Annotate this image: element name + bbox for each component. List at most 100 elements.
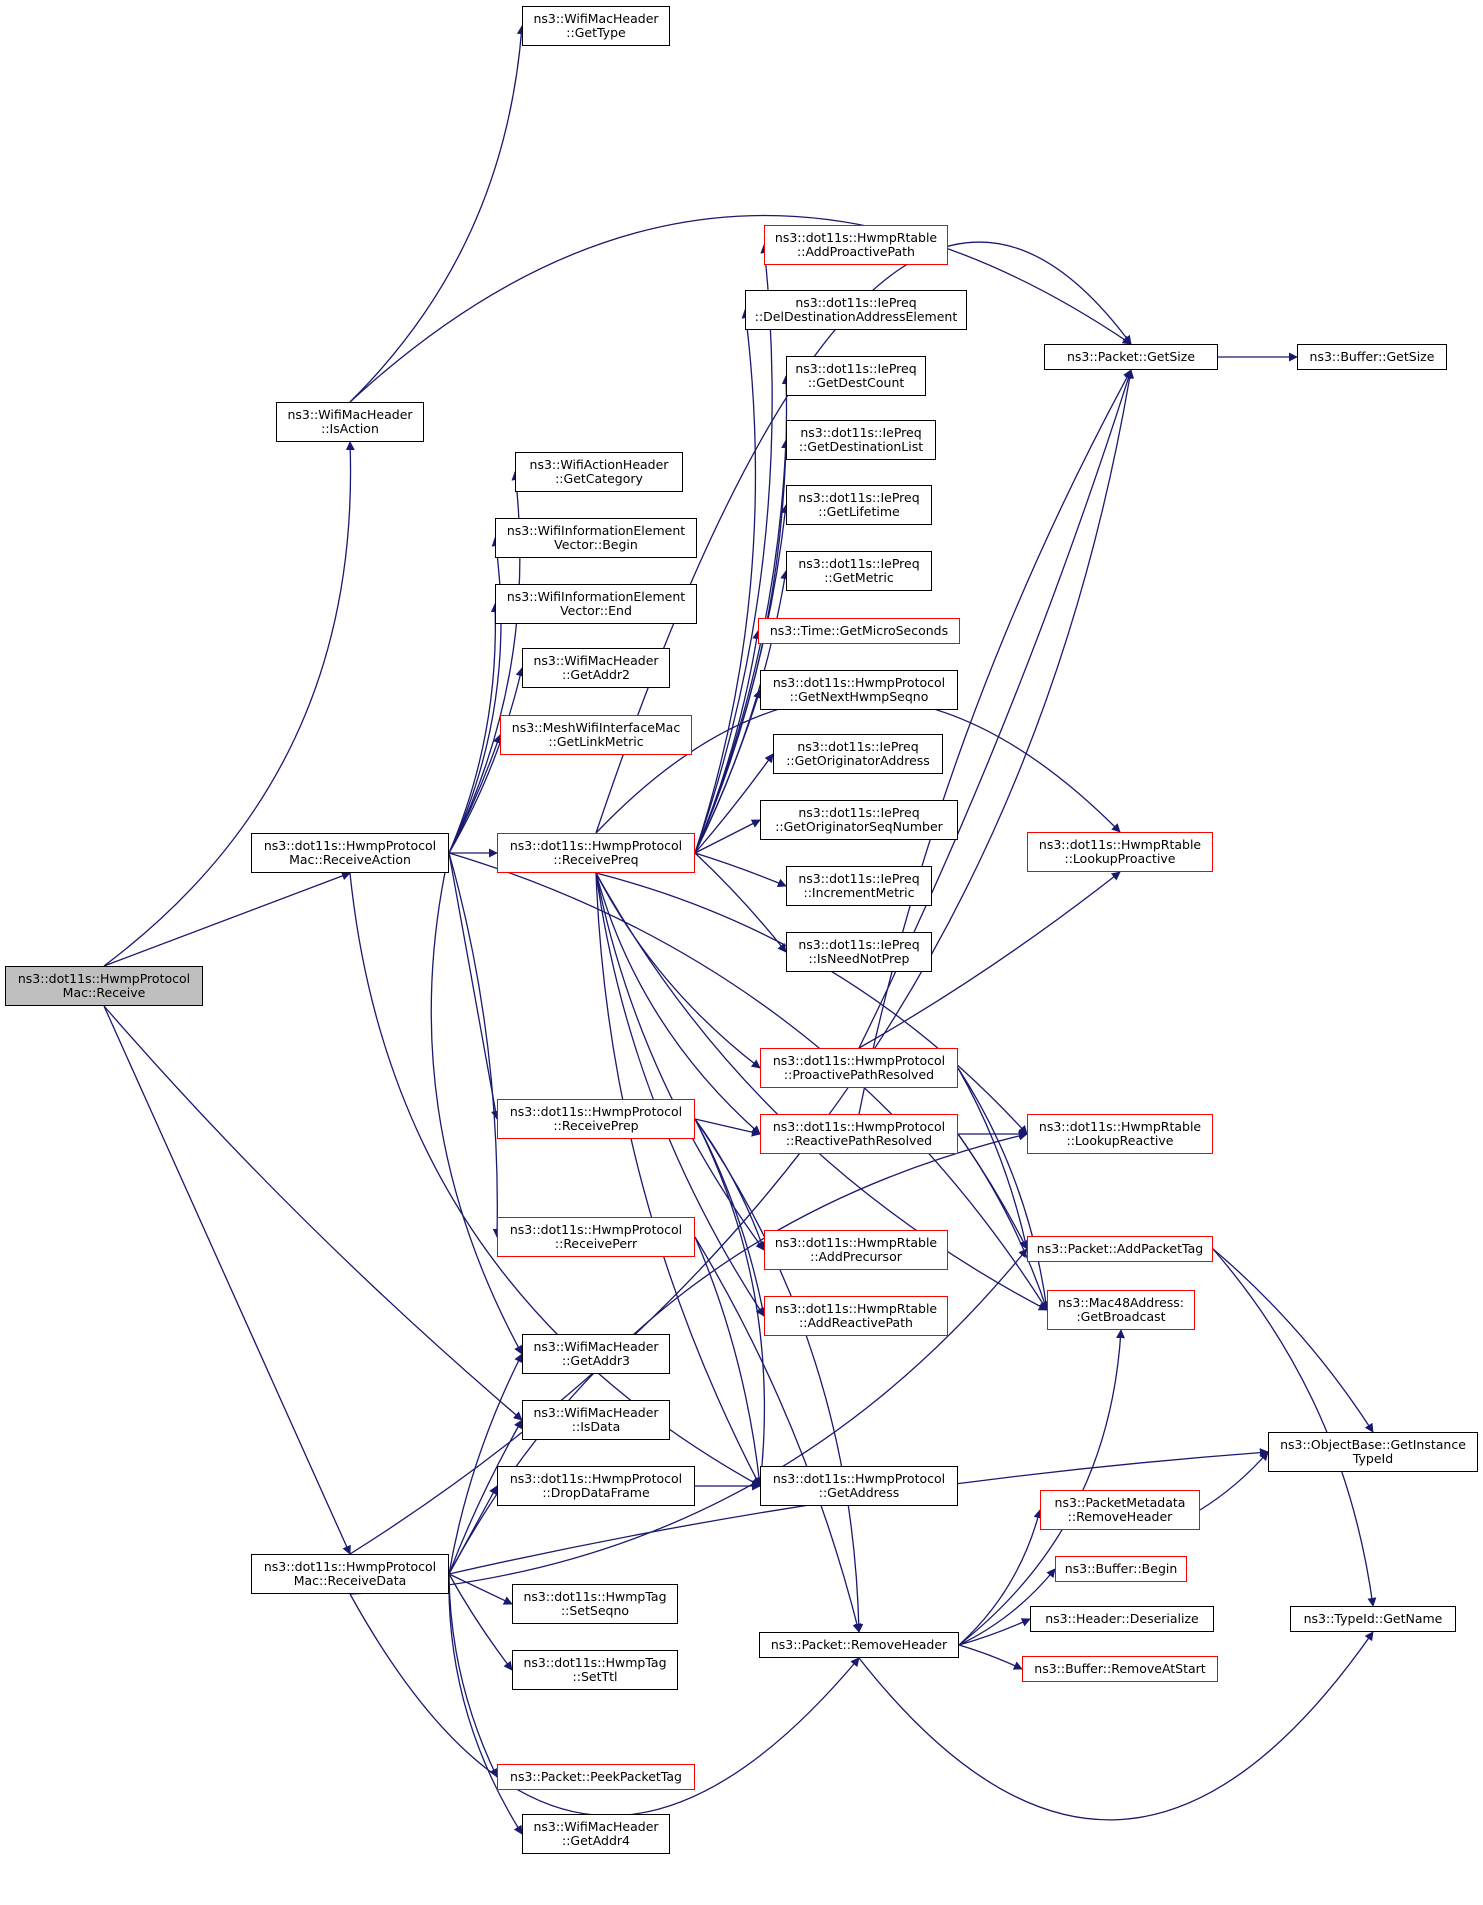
call-edge bbox=[958, 1568, 1056, 1646]
node-label-line2: ::IncrementMetric bbox=[803, 885, 915, 900]
graph-node-n24[interactable]: ns3::dot11s::IePreq::GetLifetime bbox=[786, 485, 932, 525]
node-label-line2: ::GetNextHwmpSeqno bbox=[789, 689, 929, 704]
node-label-line2: ::GetAddr2 bbox=[562, 667, 630, 682]
node-label-line2: ::AddReactivePath bbox=[799, 1315, 913, 1330]
call-edge bbox=[448, 537, 502, 854]
graph-node-n36[interactable]: ns3::dot11s::HwmpProtocol::GetAddress bbox=[760, 1466, 958, 1506]
node-label-line1: ns3::Packet::GetSize bbox=[1066, 348, 1196, 364]
call-edge bbox=[694, 309, 757, 854]
graph-node-n8[interactable]: ns3::WifiMacHeader::GetAddr2 bbox=[522, 648, 670, 688]
graph-node-n16[interactable]: ns3::dot11s::HwmpTag::SetSeqno bbox=[512, 1584, 678, 1624]
graph-node-n29[interactable]: ns3::dot11s::IePreq::GetOriginatorSeqNum… bbox=[760, 800, 958, 840]
call-edge bbox=[694, 819, 761, 854]
node-label-line1: ns3::dot11s::IePreq bbox=[795, 360, 917, 376]
graph-node-n1[interactable]: ns3::WifiMacHeader::GetType bbox=[522, 6, 670, 46]
graph-node-n30[interactable]: ns3::dot11s::IePreq::IncrementMetric bbox=[786, 866, 932, 906]
node-label-line2: ::DelDestinationAddressElement bbox=[754, 309, 958, 324]
graph-node-n18[interactable]: ns3::Packet::PeekPacketTag bbox=[497, 1764, 695, 1790]
call-edge bbox=[694, 1236, 764, 1487]
graph-node-n20[interactable]: ns3::dot11s::HwmpRtable::AddProactivePat… bbox=[764, 225, 948, 265]
node-label-line2: ::GetType bbox=[566, 25, 626, 40]
node-label-line1: ns3::dot11s::HwmpRtable bbox=[774, 229, 938, 245]
graph-node-n13[interactable]: ns3::WifiMacHeader::GetAddr3 bbox=[522, 1334, 670, 1374]
graph-node-n19[interactable]: ns3::WifiMacHeader::GetAddr4 bbox=[522, 1814, 670, 1854]
graph-node-n14[interactable]: ns3::WifiMacHeader::IsData bbox=[522, 1400, 670, 1440]
graph-node-n40[interactable]: ns3::dot11s::HwmpRtable::LookupReactive bbox=[1027, 1114, 1213, 1154]
graph-node-n34[interactable]: ns3::dot11s::HwmpRtable::AddPrecursor bbox=[764, 1230, 948, 1270]
graph-node-n45[interactable]: ns3::Header::Deserialize bbox=[1030, 1606, 1214, 1632]
node-label-line2: ::IsData bbox=[571, 1419, 621, 1434]
graph-node-n11[interactable]: ns3::dot11s::HwmpProtocol::ReceivePrep bbox=[497, 1099, 695, 1139]
graph-node-n49[interactable]: ns3::TypeId::GetName bbox=[1290, 1606, 1456, 1632]
node-label-line2: ::IsAction bbox=[321, 421, 379, 436]
node-label-line2: Mac::ReceiveData bbox=[293, 1573, 407, 1588]
call-edge bbox=[694, 689, 762, 854]
call-edge bbox=[957, 1067, 1051, 1311]
call-edge bbox=[694, 439, 791, 854]
graph-node-n23[interactable]: ns3::dot11s::IePreq::GetDestinationList bbox=[786, 420, 936, 460]
node-label-line1: ns3::Time::GetMicroSeconds bbox=[769, 622, 949, 638]
call-edge bbox=[595, 872, 761, 1135]
graph-node-n37[interactable]: ns3::Packet::RemoveHeader bbox=[759, 1632, 959, 1658]
node-label-line1: ns3::Buffer::Begin bbox=[1064, 1560, 1178, 1576]
call-edge bbox=[694, 1118, 761, 1137]
graph-node-n44[interactable]: ns3::Buffer::Begin bbox=[1055, 1556, 1187, 1582]
graph-node-n25[interactable]: ns3::dot11s::IePreq::GetMetric bbox=[786, 551, 932, 591]
graph-node-n42[interactable]: ns3::Mac48Address::GetBroadcast bbox=[1047, 1290, 1195, 1330]
call-edge bbox=[448, 603, 500, 854]
call-edge bbox=[694, 753, 774, 854]
node-label-line1: ns3::dot11s::HwmpProtocol bbox=[772, 674, 946, 690]
graph-node-n43[interactable]: ns3::PacketMetadata::RemoveHeader bbox=[1040, 1490, 1200, 1530]
graph-node-n2[interactable]: ns3::WifiMacHeader::IsAction bbox=[276, 402, 424, 442]
node-label-line2: Vector::End bbox=[560, 603, 632, 618]
call-edge bbox=[957, 1133, 1049, 1311]
graph-node-n26[interactable]: ns3::Time::GetMicroSeconds bbox=[758, 618, 960, 644]
node-label-line2: ::ReactivePathResolved bbox=[785, 1133, 933, 1148]
node-label-line1: ns3::WifiMacHeader bbox=[287, 406, 413, 422]
graph-node-n22[interactable]: ns3::dot11s::IePreq::GetDestCount bbox=[786, 356, 926, 396]
node-label-line1: ns3::dot11s::IePreq bbox=[798, 555, 920, 571]
graph-node-n35[interactable]: ns3::dot11s::HwmpRtable::AddReactivePath bbox=[764, 1296, 948, 1336]
call-edge bbox=[595, 872, 761, 1487]
graph-node-n12[interactable]: ns3::dot11s::HwmpProtocol::ReceivePerr bbox=[497, 1217, 695, 1257]
node-label-line1: ns3::dot11s::HwmpProtocol bbox=[263, 1558, 437, 1574]
graph-node-n33[interactable]: ns3::dot11s::HwmpProtocol::ReactivePathR… bbox=[760, 1114, 958, 1154]
node-label-line2: Mac::ReceiveAction bbox=[289, 852, 411, 867]
node-label-line1: ns3::dot11s::IePreq bbox=[798, 936, 920, 952]
graph-node-n47[interactable]: ns3::Buffer::GetSize bbox=[1297, 344, 1447, 370]
graph-node-n31[interactable]: ns3::dot11s::IePreq::IsNeedNotPrep bbox=[786, 932, 932, 972]
graph-node-n10[interactable]: ns3::dot11s::HwmpProtocol::ReceivePreq bbox=[497, 833, 695, 873]
call-edge bbox=[858, 1631, 1374, 1821]
graph-node-n27[interactable]: ns3::dot11s::HwmpProtocol::GetNextHwmpSe… bbox=[760, 670, 958, 710]
call-edge bbox=[694, 1118, 766, 1487]
graph-node-n21[interactable]: ns3::dot11s::IePreq::DelDestinationAddre… bbox=[745, 290, 967, 330]
graph-node-n32[interactable]: ns3::dot11s::HwmpProtocol::ProactivePath… bbox=[760, 1048, 958, 1088]
graph-node-n38[interactable]: ns3::Packet::GetSize bbox=[1044, 344, 1218, 370]
node-label-line2: ::AddProactivePath bbox=[797, 244, 915, 259]
node-label-line1: ns3::dot11s::IePreq bbox=[797, 738, 919, 754]
node-label-line1: ns3::dot11s::HwmpProtocol bbox=[772, 1470, 946, 1486]
node-label-line2: ::ProactivePathResolved bbox=[783, 1067, 935, 1082]
graph-node-n17[interactable]: ns3::dot11s::HwmpTag::SetTtl bbox=[512, 1650, 678, 1690]
graph-node-n15[interactable]: ns3::dot11s::HwmpProtocol::DropDataFrame bbox=[497, 1466, 695, 1506]
node-label-line1: ns3::dot11s::HwmpRtable bbox=[1038, 836, 1202, 852]
graph-node-n41[interactable]: ns3::Packet::AddPacketTag bbox=[1027, 1236, 1213, 1262]
node-label-line2: TypeId bbox=[1352, 1451, 1394, 1466]
graph-node-n39[interactable]: ns3::dot11s::HwmpRtable::LookupProactive bbox=[1027, 832, 1213, 872]
node-label-line2: ::GetMetric bbox=[824, 570, 894, 585]
call-edge bbox=[448, 1573, 513, 1605]
graph-node-n9[interactable]: ns3::MeshWifiInterfaceMac::GetLinkMetric bbox=[500, 715, 692, 755]
graph-node-n5[interactable]: ns3::WifiActionHeader::GetCategory bbox=[515, 452, 683, 492]
node-label-line2: ::AddPrecursor bbox=[810, 1249, 902, 1264]
graph-node-n46[interactable]: ns3::Buffer::RemoveAtStart bbox=[1022, 1656, 1218, 1682]
node-label-line2: ::RemoveHeader bbox=[1067, 1509, 1173, 1524]
graph-node-n28[interactable]: ns3::dot11s::IePreq::GetOriginatorAddres… bbox=[773, 734, 943, 774]
call-edge bbox=[694, 1118, 767, 1317]
